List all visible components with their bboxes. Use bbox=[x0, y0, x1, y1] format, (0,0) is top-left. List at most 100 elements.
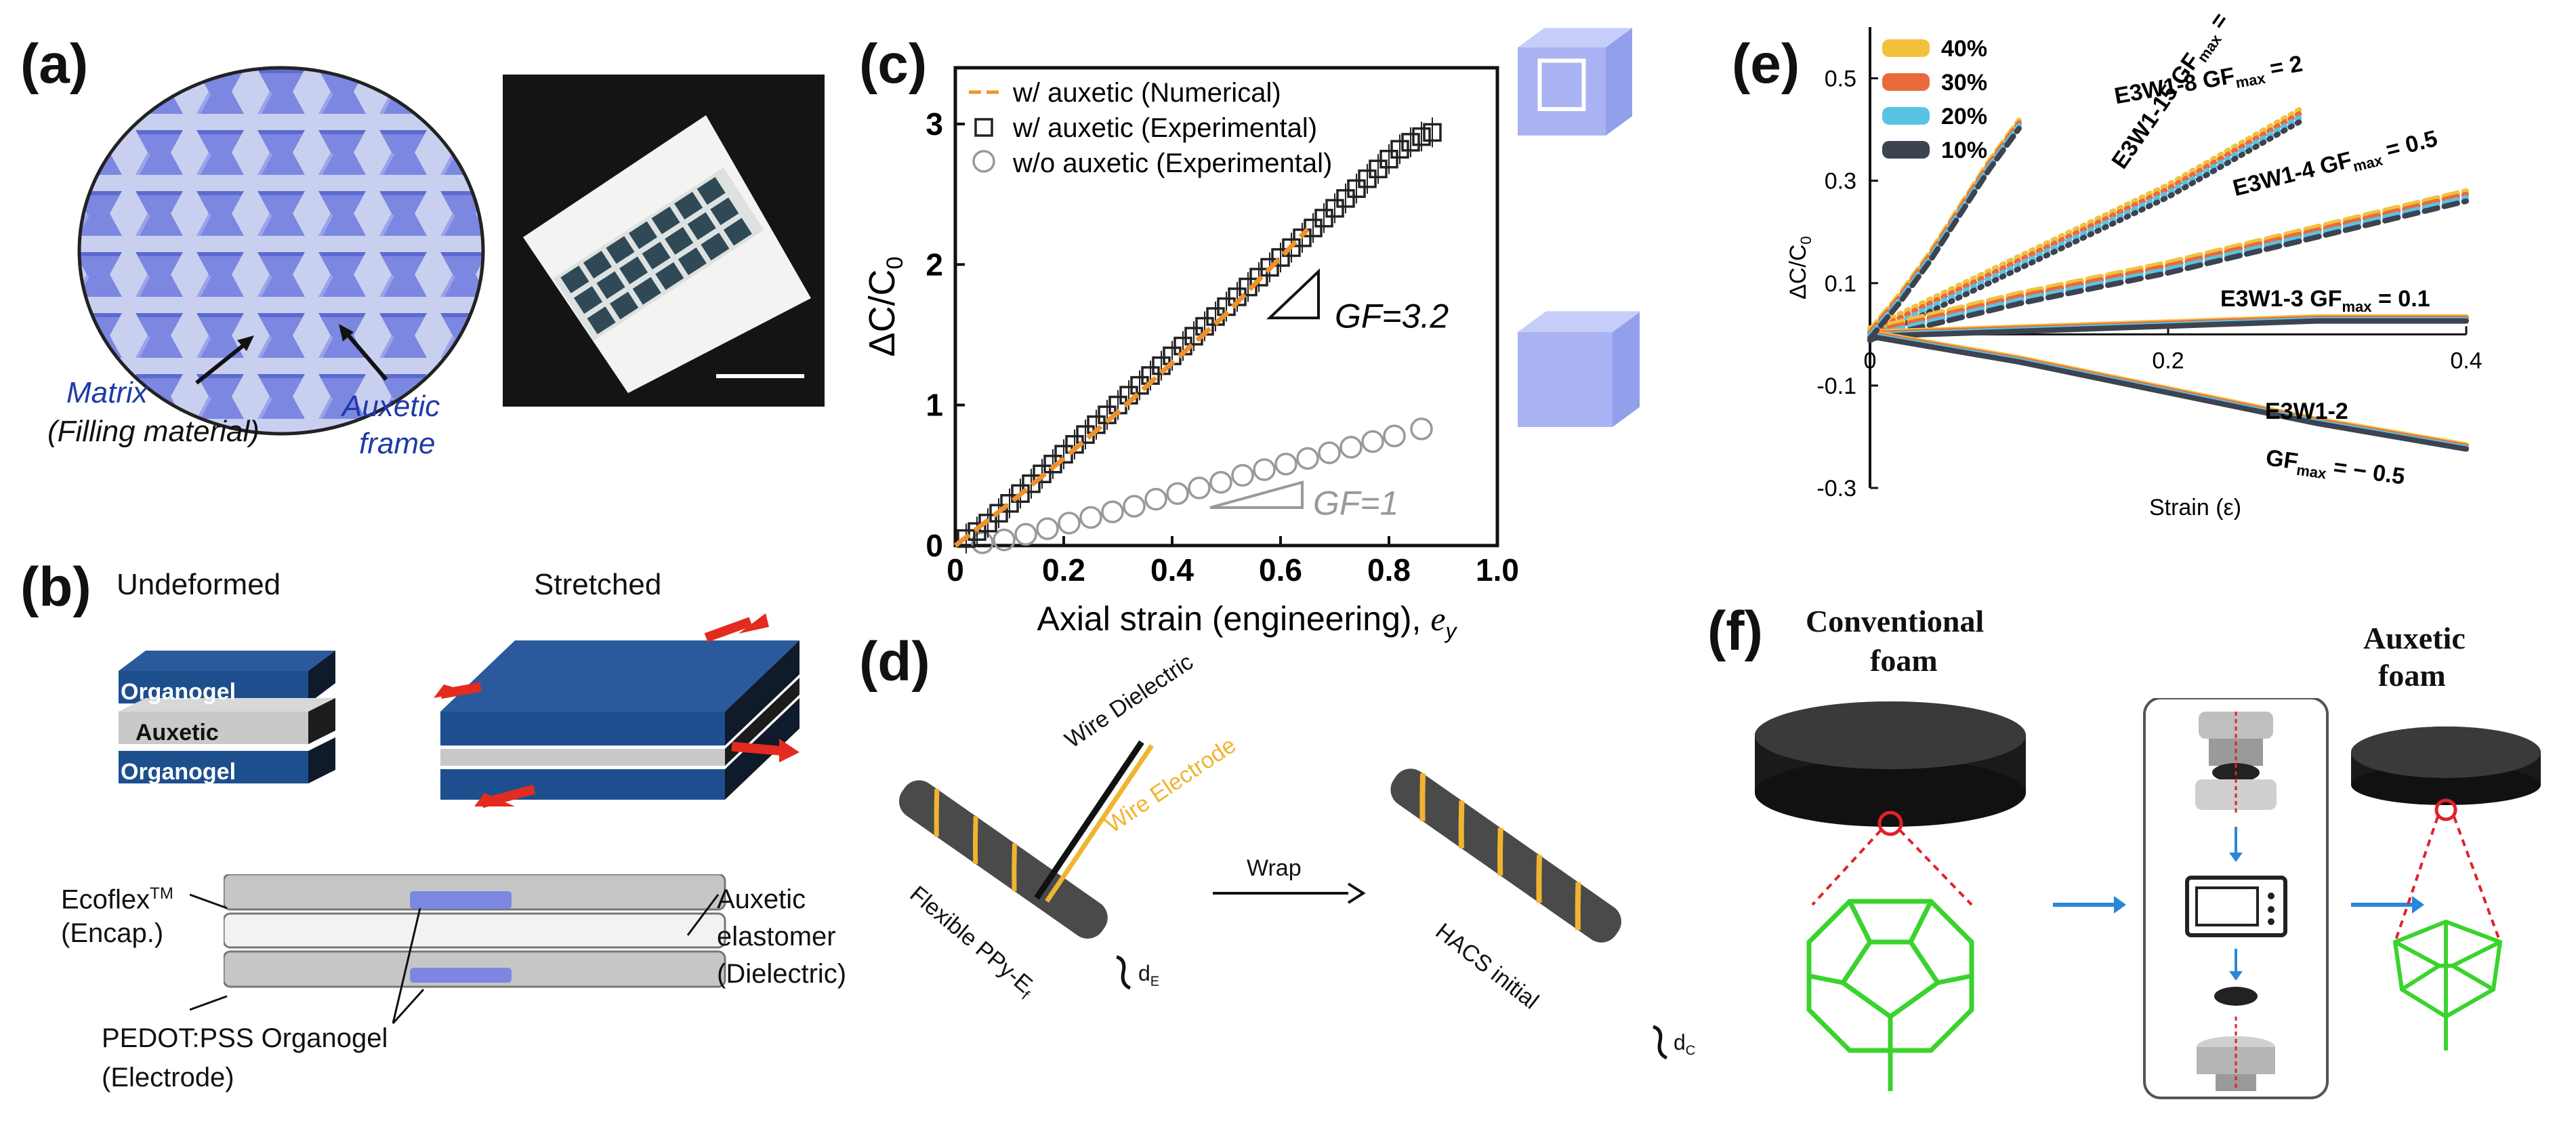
x-tick-label: 1.0 bbox=[1476, 552, 1519, 588]
panel-label-a: (a) bbox=[20, 33, 89, 95]
layer-mid-label: Auxetic bbox=[136, 720, 219, 745]
panel-label-f: (f) bbox=[1707, 600, 1763, 662]
panel-label-e: (e) bbox=[1732, 33, 1800, 95]
legend-entry: 30% bbox=[1941, 70, 1987, 96]
de-text: d bbox=[1138, 961, 1150, 985]
de-sub: E bbox=[1150, 974, 1160, 989]
layer-stack-undeformed bbox=[119, 651, 335, 783]
stretched-label: Stretched bbox=[534, 568, 662, 601]
data-point bbox=[993, 528, 1016, 552]
data-point bbox=[1410, 417, 1433, 441]
device-photo bbox=[503, 75, 825, 407]
panel-label-b: (b) bbox=[20, 556, 91, 618]
solid-cube-icon-top bbox=[1518, 311, 1640, 332]
series-line bbox=[1867, 191, 2469, 335]
y-axis-label: ΔC/C0 bbox=[862, 257, 908, 357]
frame-label: Auxetic bbox=[342, 390, 440, 423]
fiber-illustration bbox=[899, 740, 1668, 1060]
elastomer-label: elastomer bbox=[717, 922, 836, 952]
series-line bbox=[1867, 188, 2469, 332]
legend-swatch bbox=[1882, 107, 1930, 125]
legend-swatch bbox=[974, 118, 993, 137]
y-tick-label: 0 bbox=[926, 528, 943, 563]
y-tick-label: -0.3 bbox=[1816, 476, 1856, 502]
ecoflex-tm: TM bbox=[150, 884, 173, 903]
y-tick-label: 0.3 bbox=[1825, 169, 1856, 195]
encap-label: (Encap.) bbox=[61, 918, 164, 948]
data-point bbox=[1231, 464, 1254, 487]
oven-icon bbox=[2185, 876, 2287, 937]
ecoflex-text: Ecoflex bbox=[61, 884, 150, 915]
data-point bbox=[1318, 441, 1341, 464]
foam-illustration bbox=[1755, 698, 2541, 1099]
y-tick-label: 0.5 bbox=[1825, 66, 1856, 92]
sample-icon bbox=[2214, 987, 2258, 1006]
legend-entry: w/o auxetic (Experimental) bbox=[1012, 148, 1332, 178]
frame-sublabel: frame bbox=[359, 427, 436, 460]
wrap-label: Wrap bbox=[1247, 855, 1302, 881]
data-point bbox=[1253, 458, 1276, 481]
data-point bbox=[1036, 517, 1059, 540]
auxetic-cell bbox=[2392, 919, 2503, 1050]
x-tick-label: 0 bbox=[1864, 348, 1877, 373]
electrode-label: (Electrode) bbox=[102, 1063, 234, 1092]
matrix-label: Matrix bbox=[66, 376, 148, 409]
y-axis-label: ΔC/C0 bbox=[1785, 236, 1814, 300]
data-point bbox=[1383, 424, 1406, 448]
x-tick-label: 0.4 bbox=[2450, 348, 2482, 373]
y-tick-label: 3 bbox=[926, 106, 943, 142]
x-tick-label: 0.2 bbox=[2152, 348, 2184, 373]
press-icon bbox=[2195, 712, 2277, 813]
legend-entry: w/ auxetic (Numerical) bbox=[1012, 78, 1281, 108]
data-point bbox=[1058, 512, 1081, 535]
series-line bbox=[1867, 117, 2305, 344]
legend-entry: 20% bbox=[1941, 104, 1987, 129]
data-point bbox=[1361, 430, 1384, 453]
solid-cube-icon-side bbox=[1613, 312, 1640, 427]
series-line bbox=[1867, 318, 2469, 340]
legend-swatch bbox=[1882, 39, 1930, 57]
legend-swatch bbox=[972, 150, 995, 173]
layer-stack-stretched bbox=[434, 613, 799, 809]
annotation: GFmax = − 0.5 bbox=[2264, 445, 2407, 493]
data-point bbox=[1144, 487, 1167, 511]
layer-bot-label: Organogel bbox=[121, 759, 236, 785]
legend-entry: 40% bbox=[1941, 36, 1987, 62]
legend-swatch bbox=[1882, 73, 1930, 91]
data-point bbox=[1101, 500, 1124, 523]
x-axis-label: Strain (ε) bbox=[2149, 495, 2241, 520]
slope-triangle bbox=[1209, 480, 1304, 510]
conventional-label-2: foam bbox=[1870, 643, 1938, 678]
pedot-label: PEDOT:PSS Organogel bbox=[102, 1023, 388, 1053]
de-label: dE bbox=[1138, 961, 1159, 989]
y-tick-label: 0.1 bbox=[1825, 271, 1856, 297]
data-point bbox=[1209, 470, 1232, 494]
series-line bbox=[953, 228, 1310, 548]
data-point bbox=[971, 531, 994, 554]
series-line bbox=[1867, 195, 2469, 339]
x-axis-label: Axial strain (engineering), ey bbox=[1037, 600, 1457, 643]
series-line bbox=[1867, 105, 2305, 331]
x-tick-label: 0.8 bbox=[1367, 552, 1411, 588]
auxetic-cube-icon-frame bbox=[1537, 58, 1586, 111]
stretch-arrows bbox=[434, 613, 799, 809]
data-point bbox=[1123, 495, 1146, 518]
auxetic-elastomer-label: Auxetic bbox=[717, 884, 806, 914]
legend-entry: 10% bbox=[1941, 138, 1987, 163]
press-icon-2 bbox=[2197, 1017, 2275, 1091]
data-point bbox=[1014, 523, 1037, 546]
data-point bbox=[1079, 506, 1102, 529]
undeformed-label: Undeformed bbox=[117, 568, 281, 601]
panel-label-c: (c) bbox=[859, 33, 928, 95]
y-tick-label: -0.1 bbox=[1816, 373, 1856, 399]
ecoflex-label: EcoflexTM bbox=[61, 884, 173, 915]
arrow-icon bbox=[339, 324, 388, 381]
x-tick-label: 0.4 bbox=[1150, 552, 1194, 588]
legend-swatch bbox=[1882, 141, 1930, 159]
series-line bbox=[1867, 198, 2469, 342]
series-line bbox=[1867, 113, 2305, 340]
panel-label-d: (d) bbox=[859, 631, 930, 693]
dc-sub: C bbox=[1685, 1043, 1696, 1059]
conventional-label: Conventional bbox=[1806, 604, 1985, 638]
data-point bbox=[1339, 436, 1363, 459]
